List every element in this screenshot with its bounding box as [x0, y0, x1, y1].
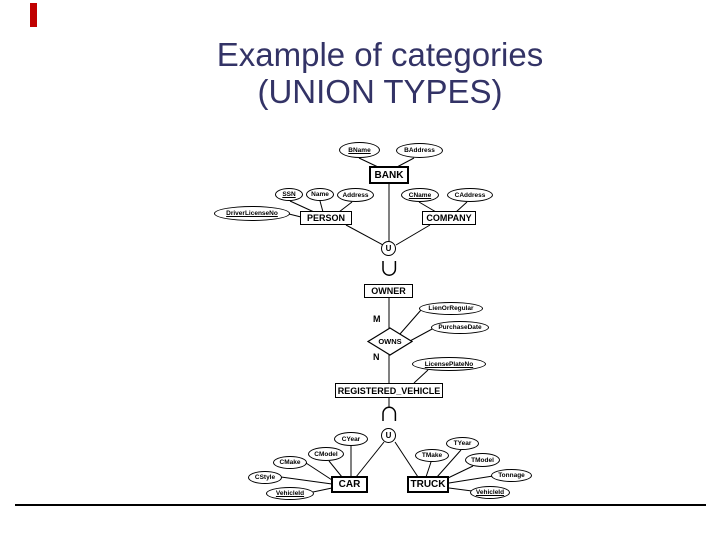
union-circle-vehicle: U [381, 428, 396, 443]
accent-bar [30, 3, 37, 27]
attribute-tmake: TMake [415, 449, 449, 462]
attribute-tonnage: Tonnage [491, 469, 532, 482]
attribute-purchase-date: PurchaseDate [431, 321, 489, 334]
attribute-ssn: SSN [275, 188, 303, 201]
slide-title-line1: Example of categories [216, 36, 544, 73]
cardinality-m: M [373, 314, 381, 324]
bottom-rule [15, 504, 706, 506]
attribute-caddress: CAddress [447, 188, 493, 202]
attribute-cname: CName [401, 188, 439, 202]
attribute-tyear: TYear [446, 437, 479, 450]
attribute-address: Address [337, 188, 374, 202]
subset-symbol-owner [382, 261, 397, 276]
relationship-owns: OWNS [378, 337, 402, 346]
attribute-cmodel: CModel [308, 447, 344, 461]
attribute-tmodel: TModel [465, 453, 500, 467]
entity-person: PERSON [300, 211, 352, 225]
attribute-bname: BName [339, 142, 380, 158]
union-circle-owner: U [381, 241, 396, 256]
attribute-license-plate-no: LicensePlateNo [412, 357, 486, 371]
entity-company: COMPANY [422, 211, 476, 225]
entity-bank: BANK [369, 166, 409, 184]
attribute-baddress: BAddress [396, 143, 443, 158]
attribute-cyear: CYear [334, 432, 368, 446]
attribute-cmake: CMake [273, 456, 307, 469]
attribute-vehicle-id-car: VehicleId [266, 487, 314, 500]
slide-title: Example of categories (UNION TYPES) [140, 36, 620, 110]
entity-registered-vehicle: REGISTERED_VEHICLE [335, 383, 443, 398]
attribute-vehicle-id-truck: VehicleId [470, 486, 510, 499]
subset-symbol-vehicle [382, 406, 397, 421]
attribute-cstyle: CStyle [248, 471, 282, 484]
attribute-name: Name [306, 188, 334, 201]
slide-title-line2: (UNION TYPES) [257, 73, 503, 110]
cardinality-n: N [373, 352, 380, 362]
attribute-driver-license-no: DriverLicenseNo [214, 206, 290, 221]
attribute-lien-or-regular: LienOrRegular [419, 302, 483, 315]
entity-car: CAR [331, 476, 368, 493]
entity-owner: OWNER [364, 284, 413, 298]
entity-truck: TRUCK [407, 476, 449, 493]
